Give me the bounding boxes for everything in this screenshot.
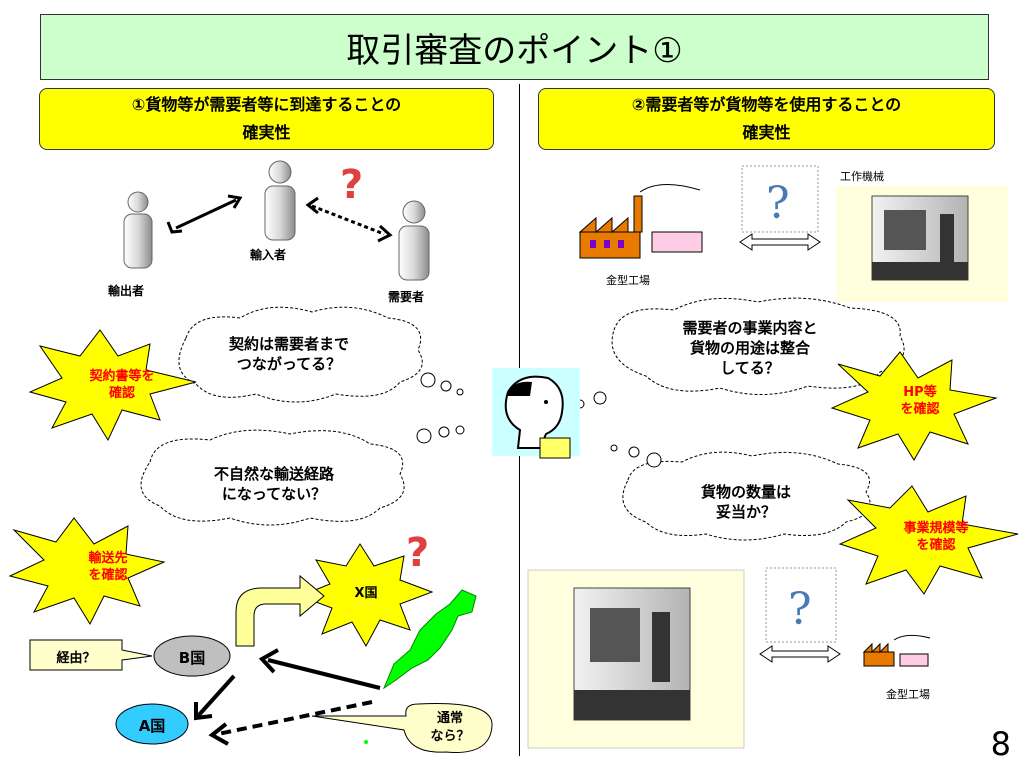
country-x-label: X国 [354, 586, 378, 601]
page-number: 8 [990, 725, 1011, 763]
machine-tool-image-top [836, 186, 1008, 302]
end-user-label: 需要者 [388, 290, 425, 304]
star-destination-line2: を確認 [88, 568, 128, 583]
dashed-arrow-japan-to-a [208, 700, 373, 746]
arrow-japan-to-b [258, 648, 381, 690]
callout-usual [311, 703, 493, 753]
machine-tool-image-bottom [527, 569, 745, 749]
cloud-contract-line2: つながってる？ [236, 355, 342, 373]
left-heading-line1: ①貨物等が需要者等に到達することの [131, 95, 402, 114]
star-scale-line2: を確認 [916, 538, 956, 553]
right-heading-line1: ②需要者等が貨物等を使用することの [631, 95, 902, 114]
cloud-route-text: 不自然な輸送経路 になってない？ [184, 464, 364, 504]
exporter-label: 輸出者 [108, 284, 145, 298]
importer-enduser-dotted-arrow [305, 196, 393, 243]
cloud-route-line2: になってない？ [221, 485, 327, 503]
thinking-man-icon [492, 368, 580, 459]
star-destination [8, 517, 166, 626]
callout-via-text: 経由？ [56, 651, 96, 666]
double-arrow-bottom [759, 645, 841, 663]
cloud-quantity-line1: 貨物の数量は [700, 483, 791, 501]
cloud-contract-line1: 契約は需要者まで [228, 335, 349, 353]
right-heading: ②需要者等が貨物等を使用することの 確実性 [538, 88, 995, 150]
star-contract-docs-line2: 確認 [108, 386, 135, 401]
cloud-route [140, 429, 405, 526]
svg-text:?: ? [406, 530, 429, 576]
svg-text:?: ? [766, 178, 790, 229]
question-mark-icon: ? [340, 162, 363, 208]
star-hp-line1: HP等 [903, 385, 937, 400]
factory-icon-top [578, 183, 703, 259]
star-contract-docs [28, 329, 197, 442]
star-contract-docs-line1: 契約書等を [89, 369, 155, 384]
star-hp [830, 351, 998, 461]
svg-text:?: ? [340, 162, 363, 208]
country-a-label: A国 [138, 717, 166, 735]
cloud-contract-text: 契約は需要者まで つながってる？ [204, 334, 374, 374]
star-scale [838, 485, 1019, 595]
star-contract-docs-text: 契約書等を 確認 [82, 368, 162, 402]
country-b-label: B国 [178, 649, 206, 667]
star-hp-line2: を確認 [900, 402, 940, 417]
country-b-ellipse [153, 635, 231, 677]
star-destination-line1: 輸送先 [88, 551, 128, 566]
cloud-business-line1: 需要者の事業内容と [682, 319, 818, 337]
cloud-business [611, 297, 905, 395]
star-x-country [298, 543, 434, 648]
left-heading-line2: 確実性 [242, 123, 291, 142]
callout-via [29, 639, 153, 671]
cloud-contract [178, 306, 423, 403]
question-mark-icon-x: ? [406, 530, 429, 576]
factory-label-top: 金型工場 [606, 274, 650, 287]
factory-icon-bottom [862, 634, 931, 667]
question-frame-top: ? [741, 165, 819, 233]
callout-usual-line2: なら？ [430, 729, 470, 744]
left-heading: ①貨物等が需要者等に到達することの 確実性 [39, 88, 494, 150]
cloud-route-line1: 不自然な輸送経路 [213, 465, 334, 483]
cloud-business-line2: 貨物の用途は整合 [689, 339, 810, 357]
callout-usual-line1: 通常 [436, 711, 463, 726]
page-title: 取引審査のポイント① [40, 14, 989, 80]
importer-label: 輸入者 [250, 248, 287, 262]
question-frame-bottom: ? [765, 567, 837, 643]
svg-text:?: ? [788, 584, 812, 635]
exporter-person-icon [123, 191, 153, 269]
machine-label-top: 工作機械 [840, 170, 884, 183]
country-a-ellipse [115, 703, 189, 745]
arrow-b-to-a [194, 674, 236, 721]
factory-label-bottom: 金型工場 [886, 688, 930, 701]
star-destination-text: 輸送先 を確認 [68, 550, 148, 584]
japan-map-shape [364, 589, 477, 744]
star-scale-line1: 事業規模等 [903, 521, 969, 536]
end-user-person-icon [398, 200, 430, 281]
importer-person-icon [264, 160, 296, 241]
cloud-quantity [622, 451, 871, 541]
cloud-business-line3: してる？ [720, 359, 780, 377]
cloud-quantity-line2: 妥当か？ [715, 503, 776, 521]
callout-usual-text: 通常 なら？ [420, 710, 480, 746]
star-hp-text: HP等 を確認 [880, 384, 960, 418]
cloud-business-text: 需要者の事業内容と 貨物の用途は整合 してる？ [660, 318, 840, 378]
thought-bubbles [416, 372, 662, 468]
cloud-quantity-text: 貨物の数量は 妥当か？ [676, 482, 816, 522]
double-arrow-top [739, 233, 821, 251]
right-heading-line2: 確実性 [742, 123, 791, 142]
exporter-importer-arrow [166, 194, 243, 234]
star-scale-text: 事業規模等 を確認 [886, 520, 986, 554]
curved-arrow-b-to-x [235, 574, 325, 647]
